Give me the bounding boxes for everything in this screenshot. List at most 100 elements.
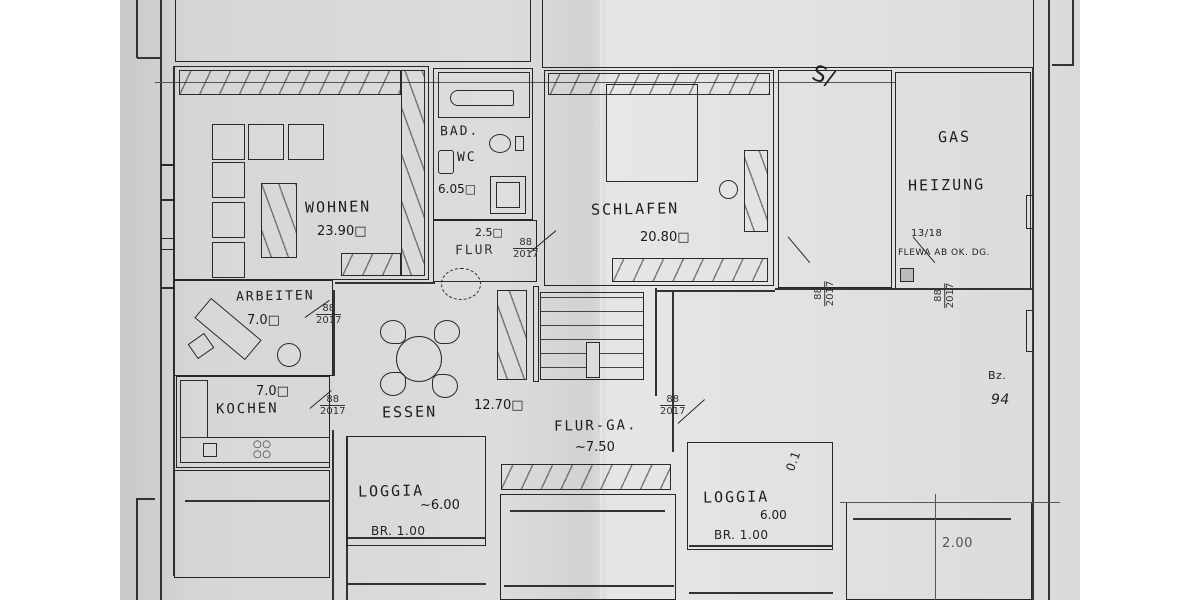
dining-chair — [380, 372, 406, 396]
room-loggia-right — [687, 442, 833, 550]
upper-room-left — [175, 0, 531, 62]
left-return-top-v — [136, 0, 138, 58]
room-value-bz: 94 — [991, 392, 1010, 408]
loggia-left-width: BR. 1.00 — [371, 524, 426, 538]
balcony-left — [174, 470, 330, 578]
wohnen-shelf-top — [179, 70, 401, 95]
dining-chair — [434, 320, 460, 344]
room-label-bad: BAD. — [439, 123, 480, 140]
room-label-loggia-right: LOGGIA — [702, 487, 770, 507]
sofa-seat — [288, 124, 324, 160]
stair-core-walls — [533, 286, 539, 382]
door-label-flur: 88 2017 — [513, 237, 539, 260]
room-area-schlafen: 20.80□ — [640, 230, 690, 245]
left-return-bottom — [137, 498, 155, 500]
room-area-loggia-left: ~6.00 — [420, 498, 460, 513]
balcony-right — [846, 502, 1032, 600]
room-area-flur-ga: ~7.50 — [575, 440, 615, 455]
window-left-2 — [161, 199, 175, 201]
balcony-middle-rail-2 — [504, 585, 674, 587]
left-return-bottom-v — [136, 498, 138, 600]
room-area-kochen: 7.0□ — [256, 384, 289, 399]
sofa-seat — [212, 162, 245, 198]
coffee-table — [261, 183, 297, 258]
bathtub-inner — [450, 90, 514, 106]
room-area-essen: 12.70□ — [474, 398, 524, 413]
balcony-middle-rail — [510, 510, 665, 512]
outer-wall-right-inner — [1032, 68, 1034, 600]
door-label-flur-ga: 88 2017 — [660, 394, 686, 417]
window-left-4 — [161, 287, 175, 289]
window-right-1 — [1026, 195, 1034, 229]
door-label-arbeiten: 88 2017 — [316, 303, 342, 326]
room-arbeiten — [173, 280, 333, 376]
kitchen-counter — [180, 437, 330, 463]
room-bad-wc — [433, 68, 533, 220]
flur-ga-shelf — [501, 464, 671, 490]
room-label-arbeiten: ARBEITEN — [235, 288, 315, 305]
room-label-wohnen: WOHNEN — [304, 197, 372, 217]
double-bed — [606, 84, 698, 182]
chimney — [900, 268, 914, 282]
room-area-loggia-right: 6.00 — [760, 508, 787, 522]
room-label-kochen: KOCHEN — [215, 400, 279, 418]
dining-chair — [380, 320, 406, 344]
heizung-note-1: 13/18 — [911, 228, 943, 239]
wohnen-shelf-right — [401, 70, 425, 276]
room-label-gas: GAS — [937, 127, 972, 147]
room-label-flur-ga: FLUR-GA. — [553, 417, 638, 435]
loggia-right-width: BR. 1.00 — [714, 528, 769, 542]
room-kochen — [176, 376, 330, 468]
essen-wall-left-lower — [332, 430, 334, 600]
room-schlafen — [544, 70, 774, 286]
essen-top-wall — [335, 282, 435, 284]
right-room-wall — [672, 292, 674, 452]
room-label-heizung: HEIZUNG — [907, 175, 986, 195]
loggia-right-rail-2 — [689, 592, 833, 594]
window-left-1 — [161, 164, 175, 166]
room-gas-heizung — [895, 72, 1031, 290]
flur-fixture — [441, 268, 481, 300]
room-area-bad: 6.05□ — [438, 182, 477, 196]
room-label-essen: ESSEN — [381, 402, 438, 422]
right-edge-v — [1072, 0, 1074, 64]
loggia-left-rail — [348, 537, 486, 539]
sink — [203, 443, 217, 457]
room-label-bz: Bz. — [988, 369, 1007, 382]
reference-line — [155, 82, 895, 83]
dining-chair — [432, 374, 458, 398]
sofa-seat — [248, 124, 284, 160]
sofa-seat — [212, 202, 245, 238]
door-label-storage: 88 2017 — [813, 280, 837, 307]
outer-wall-left — [160, 0, 162, 600]
window-right-2 — [1026, 310, 1034, 352]
armchair — [277, 343, 301, 367]
stair-newel — [586, 342, 600, 378]
room-area-arbeiten: 7.0□ — [247, 313, 280, 328]
floor-plan-sheet: WOHNEN 23.90□ BAD. WC 6.05□ 2.5□ FLUR SC… — [120, 0, 1080, 600]
toilet-tank — [515, 136, 524, 151]
room-area-wohnen: 23.90□ — [317, 224, 367, 239]
left-return-top — [137, 57, 161, 59]
heizung-note-2: FLEWA AB OK. DG. — [898, 248, 990, 258]
wardrobe-bottom — [612, 258, 768, 282]
dimension-line-v — [935, 494, 936, 600]
room-label-schlafen: SCHLAFEN — [590, 199, 680, 219]
stove-burners: ○○○○ — [253, 439, 272, 460]
room-area-flur: 2.5□ — [475, 226, 503, 239]
nightstand-lamp — [719, 180, 738, 199]
essen-wall-left — [333, 290, 335, 376]
kitchen-counter-side — [180, 380, 208, 438]
dimension-line-h — [840, 502, 1060, 503]
balcony-right-rail — [853, 518, 1011, 520]
room-wohnen — [173, 66, 429, 280]
wohnen-low-cabinet — [341, 253, 401, 276]
hall-wall-inner — [655, 290, 775, 292]
hall-wall — [775, 288, 1033, 290]
essen-sideboard — [497, 290, 527, 380]
room-label-flur: FLUR — [454, 242, 495, 259]
wardrobe-side — [744, 150, 768, 232]
window-left-3 — [161, 238, 175, 250]
balcony-left-rail — [185, 500, 330, 502]
toilet-bowl — [489, 134, 511, 153]
